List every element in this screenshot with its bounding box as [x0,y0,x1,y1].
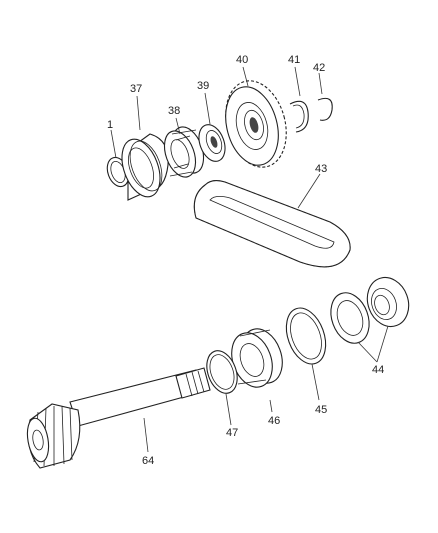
callout-47: 47 [226,427,238,439]
part-38-roller-bearing[interactable] [159,123,210,182]
part-64-output-shaft[interactable] [24,367,211,469]
part-44-bearing-pair[interactable] [324,272,415,349]
callout-42: 42 [313,62,325,74]
callout-39: 39 [197,80,209,92]
part-46-roller-bearing[interactable] [225,323,290,393]
callout-41: 41 [288,54,300,66]
callout-45: 45 [315,404,327,416]
leader-lines [110,66,389,453]
callout-43: 43 [315,163,327,175]
callout-1: 1 [107,119,113,131]
part-42-retaining-clip[interactable] [317,97,333,121]
part-41-snap-ring[interactable] [289,100,309,133]
part-47-snap-ring[interactable] [201,347,242,398]
callout-40: 40 [236,54,248,66]
callout-37: 37 [130,83,142,95]
part-45-bearing-cup[interactable] [279,303,333,370]
part-37-seal[interactable] [115,133,169,202]
callout-38: 38 [168,105,180,117]
callout-labels: 1 37 38 39 40 41 42 43 44 45 46 47 64 [107,54,384,467]
callout-46: 46 [268,415,280,427]
part-39-bearing-race[interactable] [194,121,230,165]
part-40-drive-sprocket[interactable] [217,74,296,174]
callout-44: 44 [372,364,384,376]
part-43-drive-chain[interactable] [193,179,351,268]
callout-64: 64 [142,455,154,467]
